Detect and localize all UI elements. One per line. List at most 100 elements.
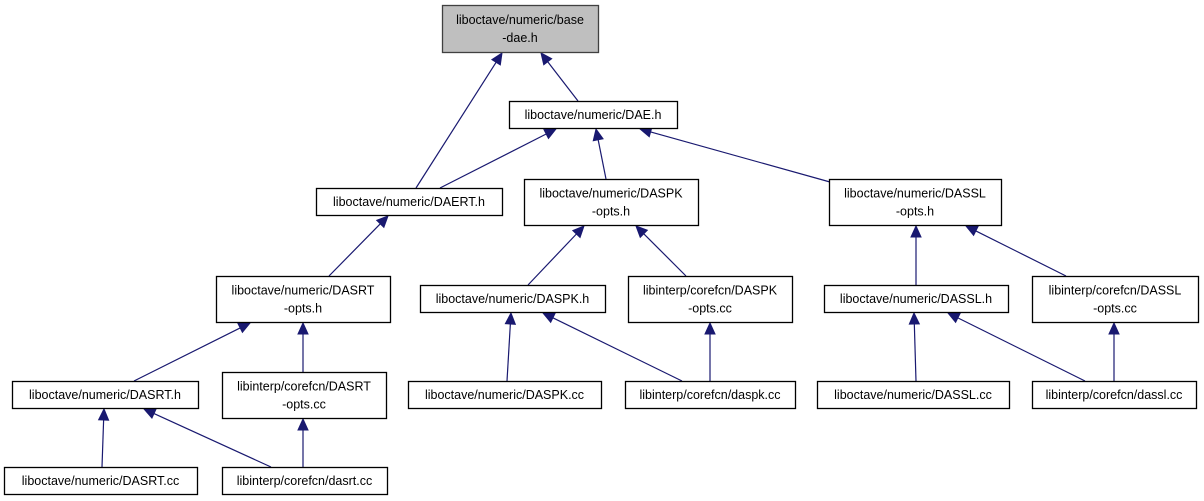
node-box[interactable]	[221, 466, 389, 496]
node-box[interactable]	[215, 275, 392, 324]
node-label: libinterp/corefcn/DASPK	[643, 284, 778, 298]
arrowhead-icon	[237, 322, 252, 334]
edge-daert_h-to-dae_h	[439, 133, 547, 189]
node-daspk-opts-cc[interactable]: libinterp/corefcn/DASPK -opts.cc	[627, 275, 794, 324]
edge-dasrt_cc_interp-to-dasrt_h	[153, 413, 272, 468]
node-dasrt-h[interactable]: liboctave/numeric/DASRT.h	[11, 380, 200, 410]
arrowhead-icon	[297, 321, 309, 335]
node-box[interactable]	[221, 371, 388, 420]
node-daspk-cc-interp[interactable]: libinterp/corefcn/daspk.cc	[624, 380, 797, 410]
node-label: liboctave/numeric/DASRT.h	[29, 388, 181, 402]
node-box[interactable]	[441, 4, 600, 54]
edge-dassl_opts_cc-to-dassl_opts_h	[975, 230, 1067, 277]
edge-daspk_cc-to-daspk_h	[506, 323, 511, 382]
edge-dasrt_cc-to-dasrt_h	[101, 419, 105, 468]
arrowhead-icon	[908, 311, 921, 325]
node-box[interactable]	[419, 284, 607, 314]
node-dasrt-cc-interp[interactable]: libinterp/corefcn/dasrt.cc	[221, 466, 389, 496]
node-dassl-cc[interactable]: liboctave/numeric/DASSL.cc	[816, 380, 1011, 410]
node-box[interactable]	[3, 466, 199, 496]
node-label: -opts.cc	[282, 398, 326, 412]
node-dassl-cc-interp[interactable]: libinterp/corefcn/dassl.cc	[1031, 380, 1198, 410]
node-daert-h[interactable]: liboctave/numeric/DAERT.h	[315, 187, 504, 217]
arrowhead-icon	[704, 321, 716, 335]
node-label: -opts.cc	[1093, 302, 1137, 316]
edge-daspk_opts_h-to-dae_h	[597, 139, 607, 180]
arrowhead-icon	[592, 127, 604, 142]
edge-dasrt_opts_h-to-daert_h	[328, 223, 381, 277]
node-label: liboctave/numeric/DASPK.h	[436, 292, 590, 306]
node-dassl-h[interactable]: liboctave/numeric/DASSL.h	[823, 284, 1010, 314]
arrowhead-icon	[504, 311, 517, 325]
edge-dassl_opts_h-to-dae_h	[650, 131, 831, 183]
node-label: liboctave/numeric/DAERT.h	[333, 195, 485, 209]
arrowhead-icon	[1108, 321, 1120, 335]
node-label: -opts.h	[284, 302, 322, 316]
node-label: liboctave/numeric/base	[456, 13, 584, 27]
node-label: liboctave/numeric/DASRT	[232, 284, 375, 298]
arrowhead-icon	[910, 224, 922, 238]
nodes-layer: liboctave/numeric/base-dae.hliboctave/nu…	[3, 4, 1200, 496]
node-base-dae-h[interactable]: liboctave/numeric/base -dae.h	[441, 4, 600, 54]
node-daspk-cc[interactable]: liboctave/numeric/DASPK.cc	[407, 380, 603, 410]
node-box[interactable]	[11, 380, 200, 410]
edge-dassl_cc-to-dassl_h	[913, 323, 917, 382]
node-label: -opts.h	[896, 205, 934, 219]
node-box[interactable]	[315, 187, 504, 217]
arrowhead-icon	[543, 128, 558, 140]
node-dasrt-opts-h[interactable]: liboctave/numeric/DASRT -opts.h	[215, 275, 392, 324]
node-box[interactable]	[407, 380, 603, 410]
arrowhead-icon	[571, 225, 585, 239]
node-box[interactable]	[828, 178, 1003, 227]
arrowhead-icon	[964, 225, 979, 237]
node-dasrt-opts-cc[interactable]: libinterp/corefcn/DASRT -opts.cc	[221, 371, 388, 420]
node-label: -opts.h	[592, 205, 630, 219]
node-label: -dae.h	[502, 31, 537, 45]
node-daspk-opts-h[interactable]: liboctave/numeric/DASPK -opts.h	[523, 178, 700, 227]
arrowhead-icon	[142, 408, 157, 420]
node-box[interactable]	[508, 100, 679, 130]
node-box[interactable]	[1031, 275, 1200, 324]
arrowhead-icon	[490, 51, 503, 66]
node-box[interactable]	[624, 380, 797, 410]
arrowhead-icon	[297, 417, 309, 431]
node-label: liboctave/numeric/DASSL.cc	[834, 388, 992, 402]
node-daspk-h[interactable]: liboctave/numeric/DASPK.h	[419, 284, 607, 314]
node-box[interactable]	[523, 178, 700, 227]
node-label: liboctave/numeric/DASSL	[844, 187, 986, 201]
node-label: liboctave/numeric/DAE.h	[525, 108, 662, 122]
edges-layer	[97, 51, 1120, 468]
node-label: libinterp/corefcn/dassl.cc	[1046, 388, 1183, 402]
node-label: liboctave/numeric/DASRT.cc	[22, 474, 179, 488]
node-label: libinterp/corefcn/DASRT	[237, 380, 371, 394]
edge-dassl_cc_interp-to-dassl_h	[957, 317, 1086, 382]
edge-daspk_h-to-daspk_opts_h	[527, 233, 577, 286]
edge-dasrt_h-to-dasrt_opts_h	[133, 327, 241, 382]
arrowhead-icon	[946, 312, 961, 324]
node-label: libinterp/corefcn/daspk.cc	[639, 388, 780, 402]
node-dassl-opts-cc[interactable]: libinterp/corefcn/DASSL -opts.cc	[1031, 275, 1200, 324]
node-label: liboctave/numeric/DASPK	[539, 187, 683, 201]
arrowhead-icon	[541, 312, 556, 324]
node-label: libinterp/corefcn/dasrt.cc	[237, 474, 372, 488]
arrowhead-icon	[635, 225, 649, 239]
arrowhead-icon	[97, 407, 110, 421]
node-label: libinterp/corefcn/DASSL	[1049, 284, 1182, 298]
node-dae-h[interactable]: liboctave/numeric/DAE.h	[508, 100, 679, 130]
node-box[interactable]	[823, 284, 1010, 314]
edge-daspk_opts_cc-to-daspk_opts_h	[643, 233, 687, 277]
node-label: -opts.cc	[688, 302, 732, 316]
edge-dae_h-to-base_dae_h	[547, 61, 579, 102]
arrowhead-icon	[540, 52, 553, 66]
edge-daert_h-to-base_dae_h	[415, 61, 497, 189]
node-label: liboctave/numeric/DASPK.cc	[425, 388, 584, 402]
node-box[interactable]	[627, 275, 794, 324]
node-dassl-opts-h[interactable]: liboctave/numeric/DASSL -opts.h	[828, 178, 1003, 227]
edge-daspk_cc_interp-to-daspk_h	[552, 317, 683, 382]
node-dasrt-cc[interactable]: liboctave/numeric/DASRT.cc	[3, 466, 199, 496]
node-box[interactable]	[816, 380, 1011, 410]
node-label: liboctave/numeric/DASSL.h	[840, 292, 992, 306]
arrowhead-icon	[375, 215, 389, 229]
node-box[interactable]	[1031, 380, 1198, 410]
